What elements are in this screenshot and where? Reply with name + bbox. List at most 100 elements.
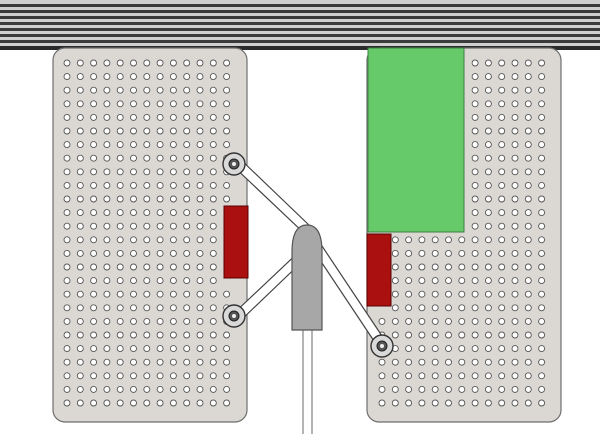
peg-hole xyxy=(116,86,124,94)
peg-hole xyxy=(130,86,137,94)
peg-hole xyxy=(458,358,466,366)
peg-hole xyxy=(63,277,71,285)
peg-hole xyxy=(143,86,151,94)
peg-hole xyxy=(63,399,71,407)
peg-hole xyxy=(90,86,98,94)
peg-hole xyxy=(156,331,164,339)
peg-hole xyxy=(169,290,177,298)
peg-hole xyxy=(63,168,71,176)
peg-hole xyxy=(130,209,137,217)
peg-hole xyxy=(418,345,426,353)
peg-hole xyxy=(511,372,519,380)
peg-hole xyxy=(209,331,217,339)
peg-hole xyxy=(471,141,479,149)
peg-hole xyxy=(90,73,98,81)
peg-hole xyxy=(116,317,124,325)
peg-hole xyxy=(103,331,111,339)
peg-hole xyxy=(511,385,519,393)
peg-hole xyxy=(391,304,399,312)
peg-hole xyxy=(484,141,492,149)
green-block[interactable] xyxy=(367,47,465,233)
peg-hole xyxy=(76,304,84,312)
peg-hole xyxy=(471,59,479,67)
peg-hole xyxy=(76,113,84,121)
peg-hole xyxy=(76,385,84,393)
peg-hole xyxy=(116,127,124,135)
peg-hole xyxy=(498,209,506,217)
peg-hole xyxy=(405,304,413,312)
pivot-lower-left[interactable] xyxy=(222,304,246,328)
peg-hole xyxy=(103,358,111,366)
red-block-left[interactable] xyxy=(223,205,249,279)
peg-hole xyxy=(524,345,532,353)
peg-hole xyxy=(63,290,71,298)
peg-hole xyxy=(511,195,519,203)
peg-hole xyxy=(103,249,111,257)
peg-hole xyxy=(524,154,532,162)
peg-hole xyxy=(196,59,204,67)
peg-hole xyxy=(223,181,231,189)
peg-hole xyxy=(90,168,98,176)
peg-hole xyxy=(511,304,519,312)
peg-hole xyxy=(431,331,439,339)
piston-actuator[interactable] xyxy=(291,224,323,331)
peg-hole xyxy=(76,73,84,81)
peg-hole xyxy=(524,100,532,108)
peg-hole xyxy=(405,372,413,380)
peg-hole xyxy=(183,399,191,407)
peg-hole xyxy=(103,317,111,325)
peg-hole xyxy=(524,372,532,380)
peg-hole xyxy=(90,372,98,380)
peg-hole xyxy=(209,372,217,380)
peg-hole xyxy=(209,317,217,325)
peg-hole xyxy=(183,59,191,67)
peg-hole xyxy=(418,331,426,339)
peg-hole xyxy=(156,263,164,271)
peg-hole xyxy=(90,181,98,189)
peg-hole xyxy=(196,372,204,380)
peg-hole xyxy=(511,113,519,121)
peg-hole xyxy=(209,59,217,67)
peg-hole xyxy=(103,195,111,203)
peg-hole xyxy=(524,209,532,217)
peg-hole xyxy=(484,399,492,407)
peg-hole xyxy=(169,331,177,339)
peg-hole xyxy=(445,331,452,339)
peg-hole xyxy=(143,249,151,257)
peg-hole xyxy=(130,195,137,203)
peg-hole xyxy=(156,358,164,366)
peg-hole xyxy=(116,181,124,189)
peg-hole xyxy=(183,372,191,380)
red-block-right[interactable] xyxy=(366,233,392,307)
peg-hole xyxy=(405,331,413,339)
peg-hole xyxy=(103,385,111,393)
peg-hole xyxy=(183,358,191,366)
peg-hole xyxy=(498,113,506,121)
peg-hole xyxy=(471,73,479,81)
peg-hole xyxy=(116,399,124,407)
peg-hole xyxy=(538,345,546,353)
peg-hole xyxy=(538,290,546,298)
peg-hole xyxy=(511,59,519,67)
peg-hole xyxy=(169,168,177,176)
pivot-upper-left[interactable] xyxy=(222,152,246,176)
peg-hole xyxy=(418,236,426,244)
pivot-right[interactable] xyxy=(370,334,394,358)
peg-hole xyxy=(511,209,519,217)
peg-hole xyxy=(471,127,479,135)
peg-hole xyxy=(405,263,413,271)
peg-hole xyxy=(431,399,439,407)
peg-hole xyxy=(209,113,217,121)
peg-hole xyxy=(378,358,386,366)
peg-hole xyxy=(471,290,479,298)
peg-hole xyxy=(130,358,137,366)
peg-hole xyxy=(538,331,546,339)
peg-hole xyxy=(511,141,519,149)
peg-hole xyxy=(524,290,532,298)
peg-hole xyxy=(103,222,111,230)
peg-hole xyxy=(538,209,546,217)
peg-hole xyxy=(196,249,204,257)
peg-hole xyxy=(130,304,137,312)
peg-hole xyxy=(498,236,506,244)
peg-hole xyxy=(90,59,98,67)
